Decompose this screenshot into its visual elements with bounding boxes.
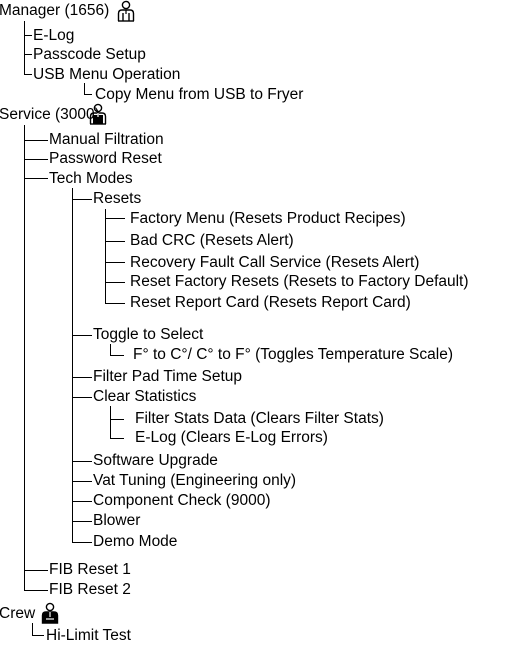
connector-line (32, 635, 44, 637)
connector-line (110, 419, 124, 421)
toggle-temperature-scale: F° to C°/ C° to F° (Toggles Temperature … (133, 346, 453, 363)
manager-person-icon (117, 0, 135, 22)
service-heading: Service (3000) (0, 106, 100, 123)
service-fib-reset-2: FIB Reset 2 (49, 581, 131, 598)
connector-line (24, 590, 48, 592)
service-person-icon (89, 103, 107, 125)
connector-line (72, 542, 92, 544)
connector-line (24, 35, 32, 37)
connector-line (72, 377, 92, 379)
connector-line (24, 159, 48, 161)
clear-statistics-trunk-line (110, 406, 112, 438)
resets-reset-factory-resets: Reset Factory Resets (Resets to Factory … (130, 273, 469, 290)
connector-line (105, 241, 125, 243)
crew-heading: Crew (0, 605, 36, 622)
tech-vat-tuning: Vat Tuning (Engineering only) (93, 472, 297, 489)
clear-elog-errors: E-Log (Clears E-Log Errors) (135, 429, 328, 446)
resets-recovery-fault: Recovery Fault Call Service (Resets Aler… (130, 254, 420, 271)
tech-filter-pad-time-setup: Filter Pad Time Setup (93, 368, 243, 385)
tech-modes-trunk-line (72, 188, 74, 543)
connector-line (84, 94, 92, 96)
connector-line (72, 397, 92, 399)
tech-component-check: Component Check (9000) (93, 492, 271, 509)
connector-line (72, 335, 92, 337)
connector-line (72, 521, 92, 523)
tech-toggle-to-select: Toggle to Select (93, 326, 204, 343)
connector-line (72, 199, 92, 201)
crew-trunk-line (32, 623, 34, 636)
manager-copy-menu: Copy Menu from USB to Fryer (95, 86, 304, 103)
resets-factory-menu: Factory Menu (Resets Product Recipes) (130, 210, 406, 227)
connector-line (72, 481, 92, 483)
service-tech-modes: Tech Modes (49, 170, 133, 187)
tech-clear-statistics: Clear Statistics (93, 388, 197, 405)
connector-line (24, 570, 48, 572)
connector-line (110, 438, 124, 440)
service-trunk-line (24, 125, 26, 591)
connector-line (105, 303, 125, 305)
connector-line (84, 83, 86, 95)
connector-line (105, 282, 125, 284)
resets-bad-crc: Bad CRC (Resets Alert) (130, 232, 294, 249)
connector-line (72, 501, 92, 503)
tech-blower: Blower (93, 512, 141, 529)
tech-demo-mode: Demo Mode (93, 533, 178, 550)
connector-line (72, 461, 92, 463)
connector-line (24, 74, 32, 76)
tech-software-upgrade: Software Upgrade (93, 452, 218, 469)
service-password-reset: Password Reset (49, 150, 162, 167)
manager-trunk-line (24, 21, 26, 75)
connector-line (24, 178, 48, 180)
clear-filter-stats-data: Filter Stats Data (Clears Filter Stats) (135, 410, 384, 427)
crew-hi-limit-test: Hi-Limit Test (46, 627, 131, 644)
resets-trunk-line (105, 209, 107, 303)
resets-reset-report-card: Reset Report Card (Resets Report Card) (130, 294, 411, 311)
manager-elog: E-Log (33, 27, 75, 44)
tech-resets: Resets (93, 190, 142, 207)
manager-heading: Manager (1656) (0, 2, 110, 19)
connector-line (105, 262, 125, 264)
connector-line (24, 140, 48, 142)
manager-passcode-setup: Passcode Setup (33, 46, 146, 63)
connector-line (110, 344, 112, 356)
connector-line (105, 218, 125, 220)
connector-line (24, 54, 32, 56)
crew-person-icon (41, 602, 59, 624)
manager-usb-menu-operation: USB Menu Operation (33, 66, 181, 83)
service-manual-filtration: Manual Filtration (49, 131, 164, 148)
service-fib-reset-1: FIB Reset 1 (49, 561, 131, 578)
connector-line (110, 355, 124, 357)
